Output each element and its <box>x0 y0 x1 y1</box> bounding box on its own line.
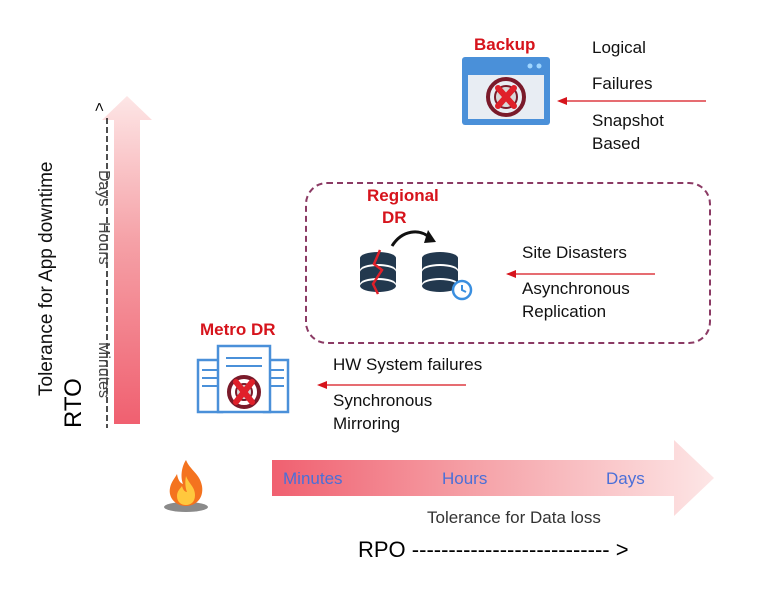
database-replication-icon <box>360 230 473 301</box>
backup-line1: Logical <box>592 38 646 57</box>
rto-tick-minutes: Minutes <box>95 342 112 399</box>
rpo-tick-minutes: Minutes <box>283 469 343 488</box>
rpo-tick-hours: Hours <box>442 469 488 488</box>
rpo-axis-label: RPO --------------------------- > <box>358 537 629 562</box>
metro-line2: Synchronous <box>333 391 433 410</box>
backup-line3: Snapshot <box>592 111 664 130</box>
backup-line4: Based <box>592 134 641 153</box>
rto-tick-hours: Hours <box>95 222 112 265</box>
metro-line1: HW System failures <box>333 355 483 374</box>
metro-document-icon <box>196 344 290 414</box>
regional-line1: Site Disasters <box>522 243 627 262</box>
rto-caret: > <box>91 102 109 112</box>
metro-title: Metro DR <box>200 320 276 339</box>
rpo-tick-days: Days <box>606 469 645 488</box>
rto-arrow <box>102 96 152 428</box>
regional-line3: Replication <box>522 302 607 321</box>
regional-title-line1: Regional <box>367 186 439 205</box>
rpo-arrow <box>272 440 714 516</box>
fire-icon <box>164 460 208 512</box>
regional-dr-box <box>305 182 711 344</box>
backup-line2: Failures <box>592 74 653 93</box>
rto-axis-title: Tolerance for App downtime <box>36 161 57 396</box>
metro-line3: Mirroring <box>333 414 401 433</box>
backup-pointer-arrow <box>557 97 706 105</box>
rto-axis-label: RTO <box>60 378 87 428</box>
regional-line2: Asynchronous <box>522 279 630 298</box>
regional-title-line2: DR <box>382 208 407 227</box>
rpo-axis-title: Tolerance for Data loss <box>427 508 601 527</box>
rto-tick-days: Days <box>95 170 112 207</box>
backup-title: Backup <box>474 35 536 54</box>
metro-pointer-arrow <box>317 381 466 389</box>
regional-pointer-arrow <box>506 270 655 278</box>
backup-window-icon <box>462 57 550 125</box>
